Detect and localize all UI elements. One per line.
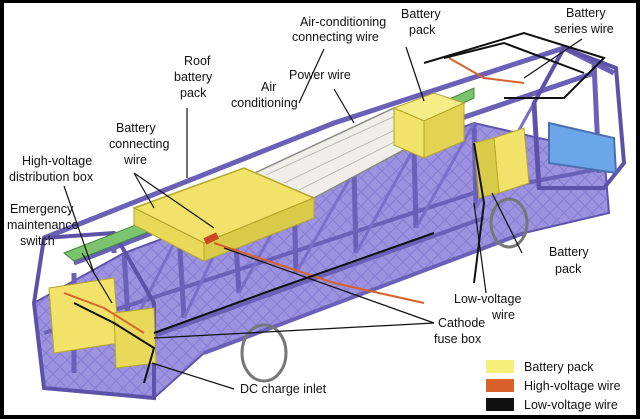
bus-diagram-canvas: Air-conditioning connecting wire Battery… — [4, 3, 636, 415]
label-batt-conn-2: connecting — [109, 137, 170, 151]
fuse-connector — [203, 232, 220, 245]
legend-label-battery: Battery pack — [524, 360, 594, 374]
label-aircon-1: Air — [261, 80, 276, 94]
label-cathode-1: Cathode — [438, 316, 485, 330]
label-aircon-2: conditioning — [231, 96, 298, 110]
label-power-wire: Power wire — [289, 68, 351, 82]
legend-label-lv: Low-voltage wire — [524, 398, 618, 412]
leader-lines — [63, 38, 583, 390]
legend-swatch-battery — [486, 360, 514, 373]
side-battery-pack — [473, 127, 530, 199]
label-emergency-2: maintenance — [7, 218, 79, 232]
label-battery-pack-side-1: Battery — [549, 245, 589, 259]
label-dc-charge: DC charge inlet — [240, 382, 327, 396]
label-batt-conn-1: Battery — [116, 121, 156, 135]
label-battery-pack-side-2: pack — [555, 262, 582, 276]
label-battery-pack-top-1: Battery — [401, 7, 441, 21]
legend: Battery pack High-voltage wire Low-volta… — [486, 360, 621, 412]
label-roof-2: battery — [174, 70, 213, 84]
rear-battery-pack — [48, 277, 157, 369]
label-low-voltage-1: Low-voltage — [454, 292, 521, 306]
label-low-voltage-2: wire — [491, 308, 515, 322]
low-voltage-wires — [73, 31, 606, 384]
label-hv-dist-1: High-voltage — [22, 154, 92, 168]
bus-frame — [31, 45, 627, 401]
label-emergency-1: Emergency — [10, 202, 74, 216]
label-ac-wire-1: Air-conditioning — [300, 15, 386, 29]
label-battery-pack-top-2: pack — [409, 23, 436, 37]
labels: Air-conditioning connecting wire Battery… — [7, 6, 614, 396]
legend-swatch-hv — [486, 379, 514, 392]
label-cathode-2: fuse box — [434, 332, 482, 346]
label-battery-series-1: Battery — [566, 6, 606, 20]
bus-diagram-svg: Air-conditioning connecting wire Battery… — [7, 6, 627, 412]
legend-label-hv: High-voltage wire — [524, 379, 621, 393]
label-ac-wire-2: connecting wire — [292, 30, 379, 44]
label-battery-series-2: series wire — [554, 22, 614, 36]
label-hv-dist-2: distribution box — [9, 170, 94, 184]
label-roof-1: Roof — [184, 54, 211, 68]
label-emergency-3: switch — [20, 234, 55, 248]
front-battery-pack — [392, 92, 466, 159]
label-batt-conn-3: wire — [123, 153, 147, 167]
high-voltage-wires — [63, 57, 525, 334]
legend-swatch-lv — [486, 398, 514, 411]
label-roof-3: pack — [180, 86, 207, 100]
